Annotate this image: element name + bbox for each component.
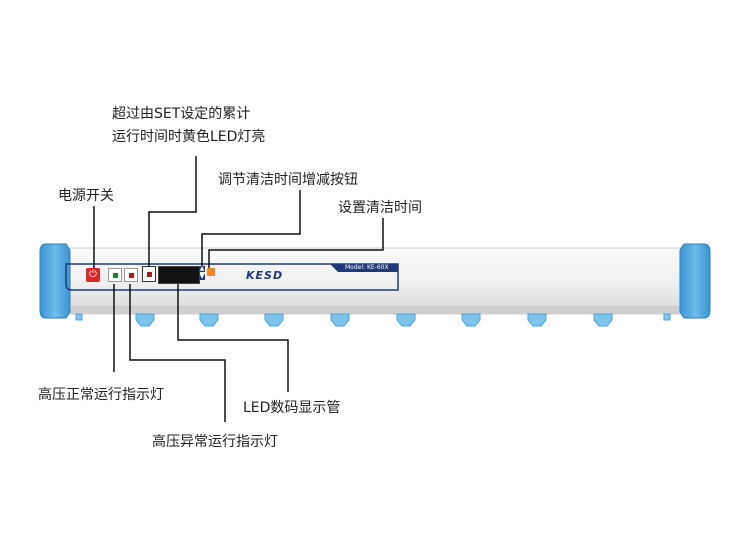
- normal-indicator-led: [108, 268, 122, 282]
- power-icon: ⏻: [89, 269, 97, 280]
- emitter-pins: [75, 313, 671, 327]
- label-adjust-buttons: 调节清洁时间增减按钮: [218, 172, 358, 188]
- time-decrease-button[interactable]: ▼: [199, 274, 205, 280]
- arrow-down-icon: ▼: [199, 273, 205, 280]
- control-panel: [65, 263, 399, 291]
- model-label: Model: KE-60X: [345, 264, 389, 271]
- label-normal-indicator: 高压正常运行指示灯: [38, 387, 164, 403]
- label-abnormal-indicator: 高压异常运行指示灯: [152, 434, 278, 450]
- label-timer-note-line2: 运行时间时黄色LED灯亮: [112, 129, 266, 145]
- label-set-time: 设置清洁时间: [338, 200, 422, 216]
- time-increase-button[interactable]: ▲: [199, 266, 205, 272]
- arrow-up-icon: ▲: [199, 265, 205, 272]
- led-digital-display: [158, 266, 200, 284]
- timer-alert-led: [142, 266, 156, 282]
- right-end-cap: [679, 243, 711, 319]
- label-led-display: LED数码显示管: [243, 400, 341, 416]
- left-end-cap: [39, 243, 71, 319]
- set-time-button[interactable]: [207, 268, 215, 276]
- label-timer-note-line1: 超过由SET设定的累计: [112, 106, 251, 122]
- brand-logo: KESD: [246, 269, 284, 282]
- power-button[interactable]: ⏻: [86, 268, 100, 282]
- label-power-switch: 电源开关: [58, 188, 114, 204]
- leader-lines: [93, 156, 384, 422]
- abnormal-indicator-led: [124, 268, 138, 282]
